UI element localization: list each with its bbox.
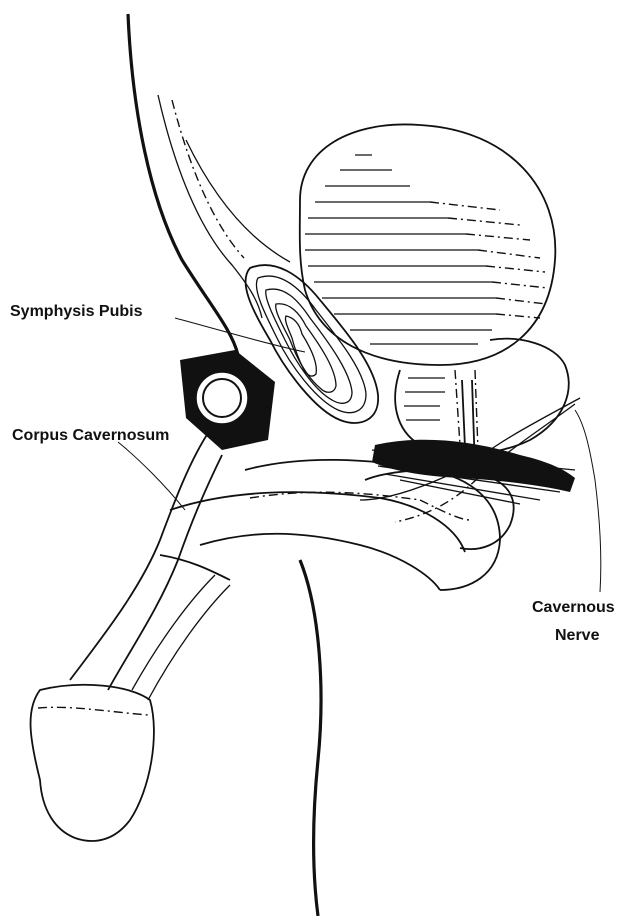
label-cavernous-nerve-line2: Nerve [555,627,600,644]
glans [31,685,154,841]
label-symphysis-pubis: Symphysis Pubis [10,303,143,320]
fascia-layer-3 [186,140,290,262]
abdominal-wall-outline [128,14,238,355]
label-corpus-cavernosum: Corpus Cavernosum [12,427,169,444]
prostate [395,339,569,454]
leader-symphysis-pubis [175,318,305,352]
pubic-bone-section [180,350,275,450]
bladder [300,124,556,365]
perineum-outline [300,560,321,916]
leader-cavernous-nerve [575,410,601,592]
label-cavernous-nerve-line1: Cavernous [532,599,615,616]
penis [70,430,500,700]
